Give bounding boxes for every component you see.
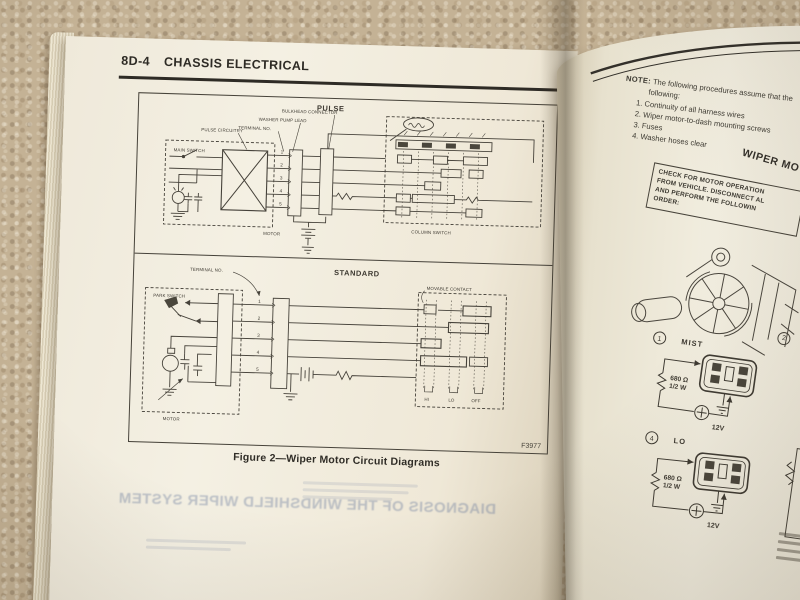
svg-text:2: 2 [280,162,283,167]
std-motor-label: MOTOR [163,416,180,422]
standard-diagram: STANDARD TERMINAL NO. PARK SWITCH MOTOR [141,267,507,422]
svg-text:3: 3 [257,333,260,338]
main-switch-label: MAIN SWITCH [174,147,205,153]
step-name: LO [673,436,686,446]
test-step-lo: 4 LO 680 Ω 1/2 W 12V [645,431,751,530]
svg-text:2: 2 [258,316,261,321]
resistor-wattage: 1/2 W [669,383,688,392]
svg-text:5: 5 [256,367,259,372]
svg-text:HI: HI [424,397,429,402]
resistor-value: 680 Ω [670,375,690,385]
pulse-terminal-numbers: 1 2 3 4 5 [279,149,284,206]
column-switch-label: COLUMN SWITCH [411,229,451,235]
voltage-label: 12V [707,522,720,530]
figure-box: PULSE BULKHEAD CONNECTOR WASHER PUMP LEA… [127,92,559,455]
figure-code: F3977 [521,442,542,451]
standard-terminal-numbers: 1 2 3 4 5 [256,299,261,372]
note-label: NOTE: [625,73,652,86]
right-page: NOTE: The following procedures assume th… [556,24,800,600]
svg-text:5: 5 [279,201,282,206]
check-instruction-box: CHECK FOR MOTOR OPERATION FROM VEHICLE. … [645,162,800,237]
step-number: 4 [649,436,654,443]
movable-contact-label: MOVABLE CONTACT [427,286,473,292]
svg-text:4: 4 [257,350,260,355]
terminal-no-label: TERMINAL NO. [238,125,271,131]
svg-text:1: 1 [281,149,284,154]
section-code: 8D-4 [121,53,151,69]
std-terminal-no-label: TERMINAL NO. [190,267,223,273]
wiper-circuit-diagram: PULSE BULKHEAD CONNECTOR WASHER PUMP LEA… [134,103,553,422]
pulse-title: PULSE [317,103,345,113]
resistor-wattage: 1/2 W [663,482,682,491]
svg-text:LO: LO [448,398,455,403]
switch-position-labels: HI LO OFF [424,397,481,404]
chapter-title: CHASSIS ELECTRICAL [163,54,310,74]
washer-pump-lead-label: WASHER PUMP LEAD [259,117,307,123]
svg-text:3: 3 [280,175,283,180]
wiper-motor-illustration [631,247,799,356]
step-name: MIST [681,337,704,349]
cropped-text-lines [775,532,800,570]
voltage-label: 12V [711,424,725,433]
step-number: 1 [657,336,662,343]
park-switch-label: PARK SWITCH [153,293,185,299]
test-step-mist: 1 MIST 680 Ω 1/2 W 12V [653,331,758,433]
page-header: 8D-4 CHASSIS ELECTRICAL [121,54,309,74]
left-page: 8D-4 CHASSIS ELECTRICAL PULSE BULKHEAD CO… [48,36,578,600]
resistor-value: 680 Ω [663,474,682,483]
standard-title: STANDARD [334,268,380,278]
pulse-motor-label: MOTOR [263,231,280,237]
right-page-header-rules [590,41,800,82]
partial-resistor [784,461,796,486]
bulkhead-connector-label: BULKHEAD CONNECTOR [282,108,338,115]
svg-text:1: 1 [258,299,261,304]
svg-text:4: 4 [279,188,282,193]
svg-text:OFF: OFF [471,398,481,403]
showthrough-paragraph [145,538,247,552]
pulse-circuitry-label: PULSE CIRCUITRY [201,127,243,133]
pulse-diagram: PULSE BULKHEAD CONNECTOR WASHER PUMP LEA… [163,103,545,254]
